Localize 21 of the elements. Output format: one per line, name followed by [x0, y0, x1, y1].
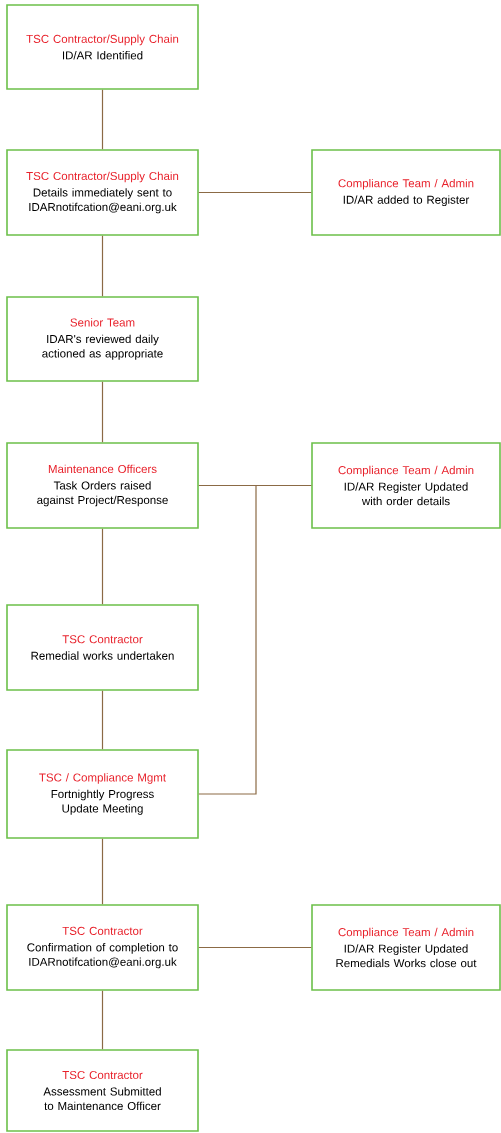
process-box: Compliance Team / Admin ID/AR Register Updated Remedials Works close out [311, 904, 501, 991]
process-box: TSC Contractor Remedial works undertaken [6, 604, 199, 691]
process-box: TSC Contractor Assessment Submitted to Maintenance Officer [6, 1049, 199, 1132]
connector-line [198, 946, 312, 949]
process-box: Compliance Team / Admin ID/AR Register Updated with order details [311, 442, 501, 529]
process-box: Senior Team IDAR's reviewed daily actioned as appropriate [6, 296, 199, 382]
process-box: Compliance Team / Admin ID/AR added to Register [311, 149, 501, 236]
connector-line [101, 89, 104, 150]
connector-line [198, 484, 312, 795]
process-box: TSC / Compliance Mgmt Fortnightly Progress Update Meeting [6, 749, 199, 839]
connector-line [101, 528, 104, 605]
connector-line [101, 381, 104, 443]
connector-line [198, 191, 312, 194]
connector-line [101, 235, 104, 297]
connector-line [101, 690, 104, 750]
process-box: TSC Contractor/Supply Chain ID/AR Identified [6, 4, 199, 90]
connector-line [101, 838, 104, 905]
connector-line [101, 990, 104, 1050]
process-box: Maintenance Officers Task Orders raised against Project/Response [6, 442, 199, 529]
process-box: TSC Contractor/Supply Chain Details immediately sent to IDARnotifcation@eani.org.uk [6, 149, 199, 236]
process-box: TSC Contractor Confirmation of completion to IDARnotifcation@eani.org.uk [6, 904, 199, 991]
